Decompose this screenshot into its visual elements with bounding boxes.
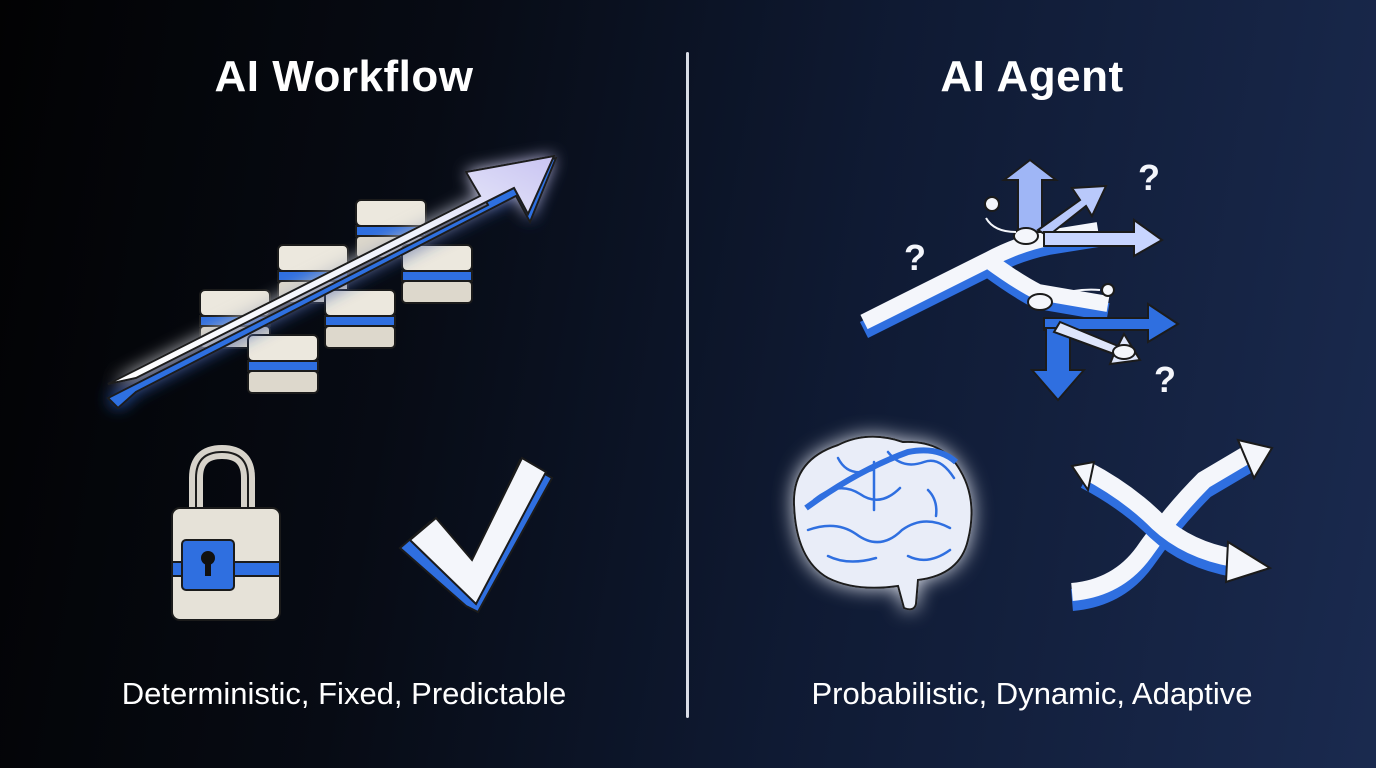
agent-panel: AI Agent — [688, 0, 1376, 768]
brain-folds — [806, 450, 956, 563]
checkmark-icon — [398, 456, 554, 614]
arrow-icon — [106, 154, 558, 410]
workflow-caption: Deterministic, Fixed, Predictable — [121, 676, 567, 711]
question-mark-icon: ? — [1154, 359, 1176, 400]
agent-title: AI Agent — [940, 52, 1124, 101]
workflow-title: AI Workflow — [214, 52, 474, 101]
branching-paths-icon — [859, 158, 1180, 402]
workflow-panel: AI Workflow — [106, 52, 567, 711]
agent-caption: Probabilistic, Dynamic, Adaptive — [811, 676, 1253, 711]
workflow-illustration — [106, 154, 558, 621]
question-mark-icon: ? — [1138, 157, 1160, 198]
agent-illustration: ? ? ? — [792, 157, 1274, 611]
panel-divider — [686, 52, 689, 718]
brain-band — [804, 447, 958, 511]
question-mark-icon: ? — [904, 237, 926, 278]
padlock-icon — [171, 444, 281, 621]
brain-icon — [792, 435, 973, 611]
shuffle-arrows-icon — [1070, 438, 1274, 611]
